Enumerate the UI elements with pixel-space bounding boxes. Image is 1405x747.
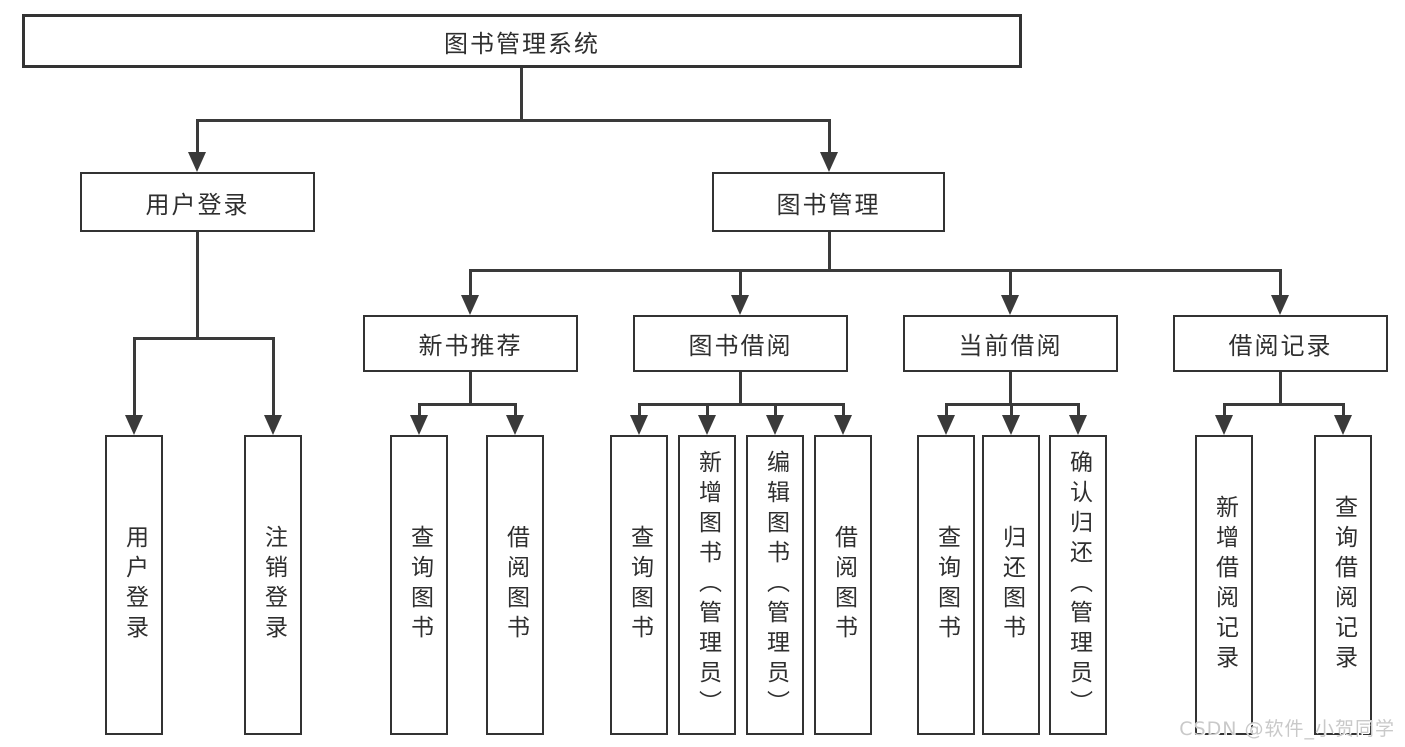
leaf-edit-books-admin-label: 编辑图书（管理员） <box>762 450 789 720</box>
node-book-management-label: 图书管理 <box>776 190 881 219</box>
leaf-query-books-current-label: 查询图书 <box>933 525 960 645</box>
leaf-return-books-label: 归还图书 <box>998 525 1025 645</box>
leaf-query-borrow-record-label: 查询借阅记录 <box>1330 495 1357 675</box>
leaf-edit-books-admin: 编辑图书（管理员） <box>746 435 804 735</box>
connector-hline <box>133 337 275 340</box>
leaf-user-login: 用户登录 <box>105 435 163 735</box>
node-user-login-label: 用户登录 <box>145 190 250 219</box>
arrowhead-down <box>1215 415 1233 435</box>
arrowhead-down <box>630 415 648 435</box>
connector-hline <box>1223 403 1345 406</box>
node-book-borrowing-label: 图书借阅 <box>688 332 793 360</box>
leaf-confirm-return-admin: 确认归还（管理员） <box>1049 435 1107 735</box>
node-new-book-recommendation: 新书推荐 <box>363 315 578 372</box>
leaf-borrow-books-recommend: 借阅图书 <box>486 435 544 735</box>
node-borrowing-records: 借阅记录 <box>1173 315 1388 372</box>
connector-vline <box>514 403 517 418</box>
node-book-borrowing: 图书借阅 <box>633 315 848 372</box>
connector-vline <box>418 403 421 418</box>
node-current-borrowing: 当前借阅 <box>903 315 1118 372</box>
connector-hline <box>196 119 831 122</box>
connector-vline <box>842 403 845 418</box>
connector-vline <box>272 337 275 417</box>
arrowhead-down <box>506 415 524 435</box>
leaf-add-books-admin: 新增图书（管理员） <box>678 435 736 735</box>
leaf-query-books-recommend: 查询图书 <box>390 435 448 735</box>
connector-vline <box>828 120 831 154</box>
leaf-borrow-books: 借阅图书 <box>814 435 872 735</box>
node-user-login: 用户登录 <box>80 172 315 232</box>
connector-vline <box>945 403 948 418</box>
connector-vline <box>1009 269 1012 297</box>
connector-vline <box>469 269 472 297</box>
leaf-query-books-borrow-label: 查询图书 <box>626 525 653 645</box>
connector-hline <box>638 403 845 406</box>
leaf-query-books-borrow: 查询图书 <box>610 435 668 735</box>
leaf-query-books-recommend-label: 查询图书 <box>406 525 433 645</box>
arrowhead-down <box>125 415 143 435</box>
node-new-book-recommendation-label: 新书推荐 <box>418 332 523 360</box>
leaf-borrow-books-label: 借阅图书 <box>830 525 857 645</box>
node-root: 图书管理系统 <box>22 14 1022 68</box>
arrowhead-down <box>188 152 206 172</box>
connector-vline <box>774 403 777 418</box>
arrowhead-down <box>1001 295 1019 315</box>
arrowhead-down <box>461 295 479 315</box>
connector-vline <box>1223 403 1226 418</box>
arrowhead-down <box>1002 415 1020 435</box>
leaf-logout-label: 注销登录 <box>260 525 287 645</box>
connector-vline <box>196 120 199 154</box>
arrowhead-down <box>937 415 955 435</box>
arrowhead-down <box>1271 295 1289 315</box>
connector-vline <box>706 403 709 418</box>
connector-vline <box>1279 370 1282 405</box>
node-borrowing-records-label: 借阅记录 <box>1228 332 1333 360</box>
arrowhead-down <box>410 415 428 435</box>
arrowhead-down <box>820 152 838 172</box>
arrowhead-down <box>264 415 282 435</box>
node-root-label: 图书管理系统 <box>444 29 600 58</box>
connector-vline <box>739 370 742 405</box>
leaf-add-books-admin-label: 新增图书（管理员） <box>694 450 721 720</box>
node-book-management: 图书管理 <box>712 172 945 232</box>
leaf-confirm-return-admin-label: 确认归还（管理员） <box>1065 450 1092 720</box>
connector-vline <box>1077 403 1080 418</box>
leaf-query-books-current: 查询图书 <box>917 435 975 735</box>
leaf-logout: 注销登录 <box>244 435 302 735</box>
arrowhead-down <box>766 415 784 435</box>
arrowhead-down <box>1334 415 1352 435</box>
watermark: CSDN @软件_小贺同学 <box>1179 718 1395 740</box>
connector-vline <box>196 230 199 339</box>
connector-vline <box>739 269 742 297</box>
leaf-user-login-label: 用户登录 <box>121 525 148 645</box>
arrowhead-down <box>731 295 749 315</box>
leaf-query-borrow-record: 查询借阅记录 <box>1314 435 1372 735</box>
connector-vline <box>133 337 136 417</box>
node-current-borrowing-label: 当前借阅 <box>958 332 1063 360</box>
connector-hline <box>469 269 1282 272</box>
connector-vline <box>520 66 523 122</box>
connector-vline <box>469 370 472 405</box>
connector-vline <box>828 230 831 271</box>
arrowhead-down <box>1069 415 1087 435</box>
arrowhead-down <box>834 415 852 435</box>
leaf-add-borrow-record: 新增借阅记录 <box>1195 435 1253 735</box>
connector-vline <box>1009 370 1012 405</box>
leaf-add-borrow-record-label: 新增借阅记录 <box>1211 495 1238 675</box>
connector-vline <box>1279 269 1282 297</box>
leaf-return-books: 归还图书 <box>982 435 1040 735</box>
arrowhead-down <box>698 415 716 435</box>
connector-vline <box>1010 403 1013 418</box>
connector-hline <box>418 403 517 406</box>
connector-vline <box>638 403 641 418</box>
connector-vline <box>1342 403 1345 418</box>
leaf-borrow-books-recommend-label: 借阅图书 <box>502 525 529 645</box>
